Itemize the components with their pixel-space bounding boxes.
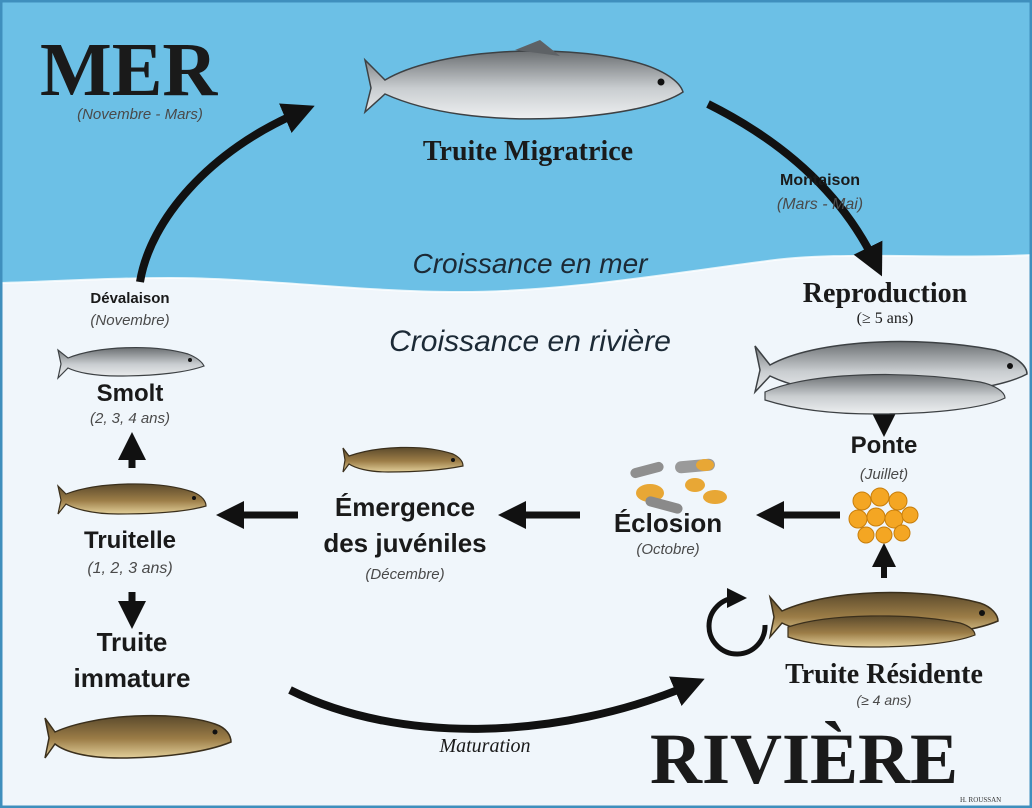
ponte-label: Ponte — [851, 432, 918, 460]
truite-immature-label-line2: immature — [73, 663, 190, 694]
mer-period: (Novembre - Mars) — [77, 106, 203, 123]
emergence-label-line2: des juvéniles — [323, 528, 486, 559]
ponte-period: (Juillet) — [860, 466, 908, 483]
maturation-label: Maturation — [439, 735, 530, 758]
truitelle-label: Truitelle — [84, 527, 176, 555]
residente-age: (≥ 4 ans) — [856, 692, 911, 708]
truite-residente-label: Truite Résidente — [785, 659, 983, 691]
riviere-title: RIVIÈRE — [650, 720, 958, 798]
montaison-label: Montaison — [780, 172, 860, 190]
smolt-label: Smolt — [97, 380, 164, 408]
truite-migratrice-label: Truite Migratrice — [423, 136, 633, 168]
credit-text: H. ROUSSAN — [960, 796, 1001, 804]
reproduction-age: (≥ 5 ans) — [857, 310, 914, 328]
truite-immature-label-line1: Truite — [97, 627, 168, 658]
emergence-label-line1: Émergence — [335, 492, 475, 523]
eclosion-label: Éclosion — [614, 508, 722, 539]
devalaison-period: (Novembre) — [90, 312, 169, 329]
croissance-riviere-label: Croissance en rivière — [389, 325, 671, 359]
montaison-period: (Mars - Mai) — [777, 196, 863, 214]
devalaison-label: Dévalaison — [90, 290, 169, 307]
reproduction-label: Reproduction — [803, 278, 967, 310]
emergence-period: (Décembre) — [365, 566, 444, 583]
smolt-age: (2, 3, 4 ans) — [90, 410, 170, 427]
mer-title: MER — [40, 30, 217, 110]
eclosion-period: (Octobre) — [636, 541, 699, 558]
croissance-mer-label: Croissance en mer — [413, 248, 648, 280]
truitelle-age: (1, 2, 3 ans) — [87, 560, 172, 578]
